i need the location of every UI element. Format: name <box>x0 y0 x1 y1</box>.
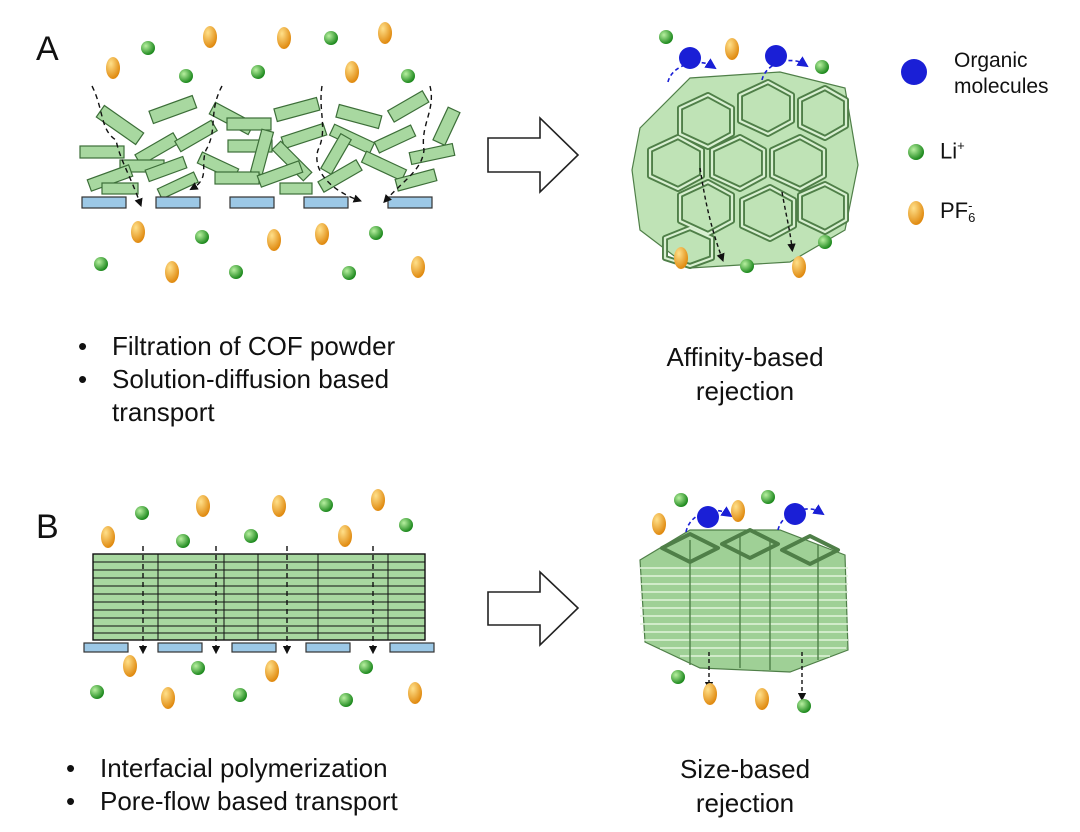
bullet-b-1: Interfacial polymerization <box>100 753 388 783</box>
panel-a-label: A <box>36 30 59 68</box>
bullet-a-2: Solution-diffusion based <box>112 364 390 394</box>
cof-crystallite-a <box>631 71 859 269</box>
legend-li-label: Li+ <box>940 138 965 164</box>
legend-pf-symbol <box>908 201 924 225</box>
ions-b-right <box>652 490 811 713</box>
bullet-b-2: Pore-flow based transport <box>100 786 398 816</box>
legend-pf-label: PF - 6 <box>940 198 975 224</box>
ions-a-right <box>659 30 832 278</box>
process-arrow-a <box>487 116 580 194</box>
bullet-a-1: Filtration of COF powder <box>112 331 396 361</box>
caption-b: Size-based rejection <box>679 754 811 818</box>
ions-b-left <box>90 489 422 709</box>
process-arrow-b <box>487 570 580 647</box>
cof-flakes-a <box>79 89 461 200</box>
legend-li-text: Li <box>940 138 958 164</box>
rejection-arrows-a <box>667 56 809 83</box>
cof-columns-b <box>639 528 849 702</box>
panel-b-label: B <box>36 508 59 546</box>
legend-li-charge: + <box>957 138 965 153</box>
support-bars-b <box>83 642 435 653</box>
panel-a-bullets: •Filtration of COF powder •Solution-diff… <box>78 331 396 427</box>
bullet-a-2-cont: transport <box>112 397 215 427</box>
cof-film-b <box>92 553 426 641</box>
legend-li-symbol <box>908 144 924 160</box>
panel-b-bullets: •Interfacial polymerization •Pore-flow b… <box>66 753 398 816</box>
transport-paths-a <box>91 85 432 207</box>
support-bars-a <box>81 196 433 209</box>
caption-a: Affinity-based rejection <box>666 342 824 406</box>
legend-pf-subscript: 6 <box>968 210 976 226</box>
ions-a-left <box>94 22 425 283</box>
legend-pf-charge: - <box>968 198 973 214</box>
legend-organic-label: Organic molecules <box>954 49 1049 98</box>
legend-pf-text: PF <box>940 198 969 223</box>
legend-organic-symbol <box>901 59 927 85</box>
legend-symbols <box>901 59 927 225</box>
